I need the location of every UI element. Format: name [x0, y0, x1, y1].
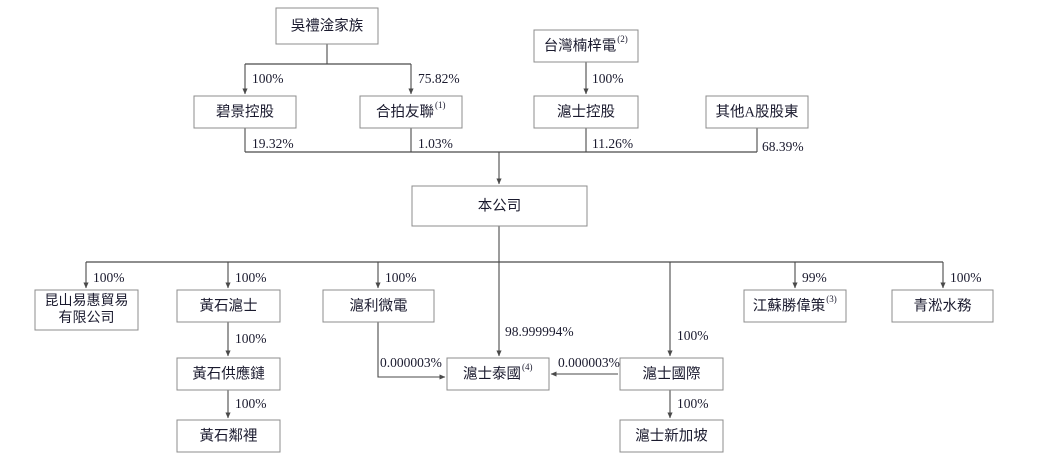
- node-box-hushi-intl[interactable]: [619, 357, 724, 391]
- percentage-label-pct-linli: 100%: [235, 396, 267, 411]
- org-node-bijing-holding[interactable]: 碧景控股: [193, 95, 297, 129]
- node-label-hushi-holding: 滬士控股: [557, 103, 615, 120]
- percentage-label-pct-kunshan: 100%: [93, 270, 125, 285]
- percentage-label-pct-qingsong: 100%: [950, 270, 982, 285]
- node-label2-kunshan-yihui: 有限公司: [59, 310, 115, 326]
- percentage-label-pct-huangshi-hushi: 100%: [235, 270, 267, 285]
- org-node-hushi-intl[interactable]: 滬士國際: [619, 357, 724, 391]
- org-node-hepai-youlian[interactable]: 合拍友聯(1): [359, 95, 463, 129]
- node-label-huangshi-supply: 黃石供應鏈: [192, 364, 265, 382]
- node-box-bijing-holding[interactable]: [193, 95, 297, 129]
- node-label-kunshan-yihui: 昆山易惠貿易: [45, 293, 129, 309]
- percentage-label-pct-hushi-intl: 100%: [677, 328, 709, 343]
- percentage-label-pct-wu-hepai: 75.82%: [418, 71, 460, 86]
- org-node-huangshi-linli[interactable]: 黃石鄰裡: [176, 419, 281, 453]
- node-box-hushi-singapore[interactable]: [619, 419, 724, 453]
- node-label-taiwan-nanzi: 台灣楠梓電: [544, 37, 617, 54]
- connector-layer: [83, 44, 946, 419]
- node-label-the-company: 本公司: [478, 197, 522, 214]
- node-box-other-a-shares[interactable]: [705, 95, 809, 129]
- node-box-hushi-thailand[interactable]: [446, 357, 550, 391]
- node-label-wu-family: 吳禮淦家族: [291, 16, 364, 34]
- org-node-wu-family[interactable]: 吳禮淦家族: [275, 7, 379, 45]
- percentage-label-pct-thailand-direct: 98.999994%: [505, 324, 574, 339]
- org-node-huli-weidian[interactable]: 滬利微電: [322, 289, 435, 323]
- node-label-hushi-thailand: 滬士泰國: [463, 365, 521, 382]
- org-node-qingsong-water[interactable]: 青淞水務: [891, 289, 994, 323]
- percentage-label-pct-wu-bijing: 100%: [252, 71, 284, 86]
- percentage-label-pct-singapore: 100%: [677, 396, 709, 411]
- percentage-label-pct-intl-thailand: 0.000003%: [558, 355, 620, 370]
- percentage-label-pct-supply-chain: 100%: [235, 331, 267, 346]
- percentage-label-pct-taiwan-hushi: 100%: [592, 71, 624, 86]
- percentage-label-pct-hepai-company: 1.03%: [418, 136, 453, 151]
- node-box-huli-weidian[interactable]: [322, 289, 435, 323]
- node-box-huangshi-linli[interactable]: [176, 419, 281, 453]
- percentage-label-pct-jiangsu: 99%: [802, 270, 827, 285]
- node-box-kunshan-yihui[interactable]: [34, 289, 139, 331]
- node-label-huli-weidian: 滬利微電: [350, 297, 408, 314]
- node-label-jiangsu-shengwei: 江蘇勝偉策: [753, 297, 826, 314]
- node-box-jiangsu-shengwei[interactable]: [743, 289, 847, 323]
- node-box-wu-family[interactable]: [275, 7, 379, 45]
- org-node-hushi-thailand[interactable]: 滬士泰國(4): [446, 357, 550, 391]
- node-box-huangshi-supply[interactable]: [176, 357, 281, 391]
- node-label-hepai-youlian: 合拍友聯: [376, 103, 434, 120]
- org-node-other-a-shares[interactable]: 其他A股股東: [705, 95, 809, 129]
- node-box-the-company[interactable]: [411, 185, 588, 227]
- org-node-huangshi-hushi[interactable]: 黃石滬士: [176, 289, 281, 323]
- node-footnote-hepai-youlian: (1): [435, 100, 446, 110]
- node-footnote-hushi-thailand: (4): [522, 362, 533, 372]
- org-node-hushi-singapore[interactable]: 滬士新加坡: [619, 419, 724, 453]
- percentage-label-pct-huli: 100%: [385, 270, 417, 285]
- node-footnote-jiangsu-shengwei: (3): [826, 294, 837, 304]
- org-node-jiangsu-shengwei[interactable]: 江蘇勝偉策(3): [743, 289, 847, 323]
- node-box-hushi-holding[interactable]: [533, 95, 639, 129]
- org-node-the-company[interactable]: 本公司: [411, 185, 588, 227]
- node-box-qingsong-water[interactable]: [891, 289, 994, 323]
- node-label-hushi-intl: 滬士國際: [643, 365, 701, 382]
- node-box-taiwan-nanzi[interactable]: [533, 29, 639, 63]
- connector-huli-to-thailand: [377, 322, 446, 380]
- node-box-hepai-youlian[interactable]: [359, 95, 463, 129]
- node-label-huangshi-hushi: 黃石滬士: [200, 297, 258, 314]
- node-label-qingsong-water: 青淞水務: [914, 297, 972, 314]
- node-label-huangshi-linli: 黃石鄰裡: [200, 427, 258, 444]
- percentage-label-pct-others-company: 68.39%: [762, 139, 804, 154]
- percentage-layer: 100% 75.82% 100% 19.32% 1.03% 11.26% 68.39% 100…: [93, 71, 982, 411]
- percentage-label-pct-bijing-company: 19.32%: [252, 136, 294, 151]
- node-label-other-a-shares: 其他A股股東: [716, 103, 799, 120]
- node-label-hushi-singapore: 滬士新加坡: [635, 427, 708, 444]
- org-node-huangshi-supply[interactable]: 黃石供應鏈: [176, 357, 281, 391]
- percentage-label-pct-huli-thailand: 0.000003%: [380, 355, 442, 370]
- node-box-huangshi-hushi[interactable]: [176, 289, 281, 323]
- org-node-taiwan-nanzi[interactable]: 台灣楠梓電(2): [533, 29, 639, 63]
- node-label-bijing-holding: 碧景控股: [216, 103, 274, 120]
- node-footnote-taiwan-nanzi: (2): [617, 34, 628, 44]
- org-node-hushi-holding[interactable]: 滬士控股: [533, 95, 639, 129]
- percentage-label-pct-hushi-company: 11.26%: [592, 136, 633, 151]
